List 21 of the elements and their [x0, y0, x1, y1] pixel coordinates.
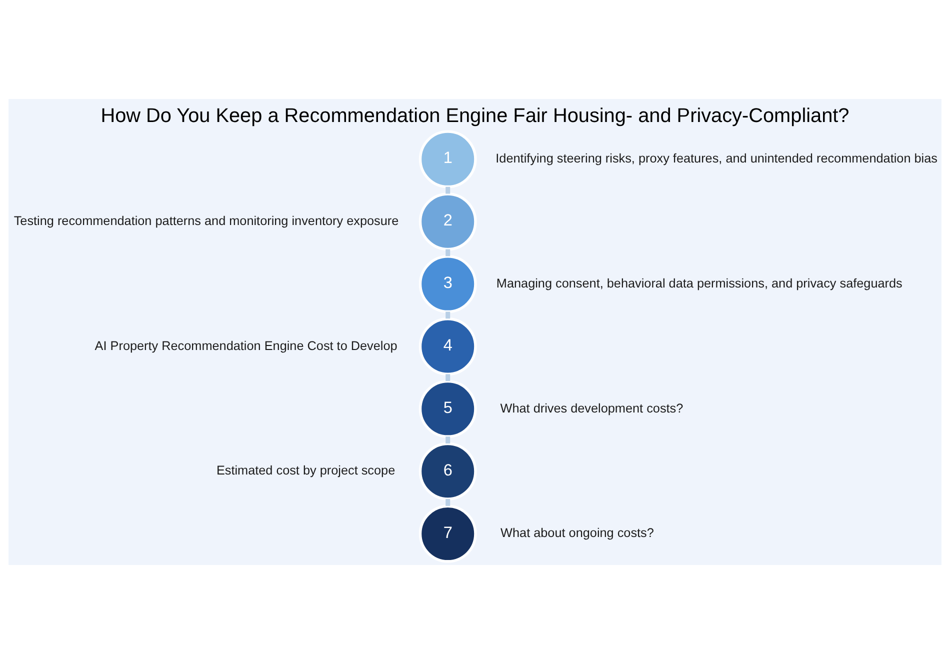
node-circle: 5 — [418, 379, 477, 438]
connector — [446, 498, 450, 506]
node-label: Testing recommendation patterns and monitoring inventory exposure — [14, 213, 399, 228]
connector — [446, 436, 450, 443]
connector — [446, 248, 450, 256]
node-label: AI Property Recommendation Engine Cost to Develop — [94, 338, 398, 352]
connector — [446, 311, 450, 318]
node-circle: 3 — [418, 254, 477, 312]
node-label: What about ongoing costs? — [500, 526, 654, 540]
node-label: What drives development costs? — [500, 400, 684, 415]
node-circle: 7 — [418, 504, 477, 562]
node-circle: 6 — [418, 442, 477, 500]
node-label: Estimated cost by project scope — [216, 463, 396, 478]
connector — [446, 186, 450, 194]
node-circle: 4 — [418, 317, 477, 375]
diagram-title: How Do You Keep a Recommendation Engine Fair Housing- and Privacy-Compliant? — [100, 104, 850, 127]
node-label: Managing consent, behavioral data permissions, and privacy safeguards — [496, 276, 902, 290]
connector — [446, 374, 450, 381]
node-circle: 1 — [418, 130, 477, 188]
node-label: Identifying steering risks, proxy features, and unintended recommendation bias — [496, 151, 938, 166]
node-circle: 2 — [418, 192, 477, 250]
